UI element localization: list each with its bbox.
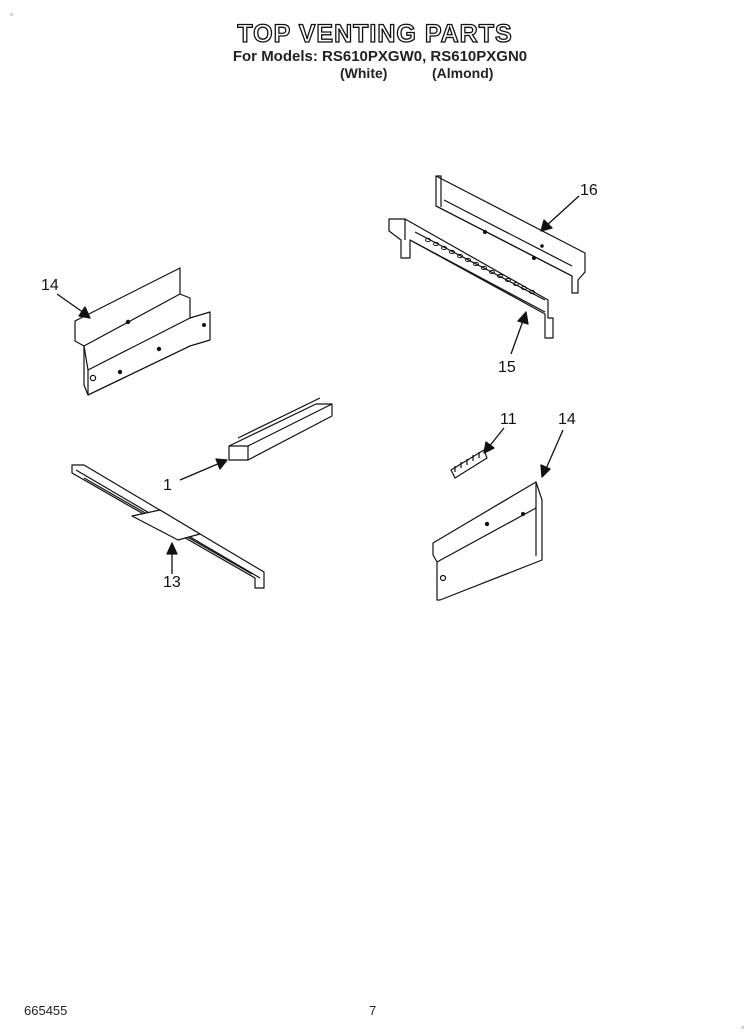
arrowhead-1 xyxy=(215,458,228,470)
part-13-front-vent-rail xyxy=(71,464,265,589)
arrowhead-14-right xyxy=(540,464,551,478)
corner-mark-top-left: ▫ xyxy=(10,10,13,19)
arrowhead-11 xyxy=(483,441,495,454)
callout-1: 1 xyxy=(163,477,172,494)
page-number: 7 xyxy=(369,1003,377,1018)
callout-14-left: 14 xyxy=(41,277,59,294)
document-number: 665455 xyxy=(24,1003,68,1018)
leader-14-right xyxy=(544,429,564,472)
part-14-right-side-bracket xyxy=(432,481,543,601)
leader-15 xyxy=(510,317,525,355)
leader-14-left xyxy=(56,293,85,314)
part-1-vent-duct xyxy=(228,397,333,461)
leader-1 xyxy=(179,462,221,481)
callout-14-right: 14 xyxy=(558,411,576,428)
arrowhead-13 xyxy=(166,542,178,555)
callout-11: 11 xyxy=(500,411,517,428)
part-16-vent-panel xyxy=(435,175,586,294)
page-title: TOP VENTING PARTS xyxy=(237,19,513,48)
callout-15: 15 xyxy=(498,359,516,376)
arrowhead-15 xyxy=(517,311,529,325)
color-almond-label: (Almond) xyxy=(432,65,494,81)
callout-13: 13 xyxy=(163,574,181,591)
color-white-label: (White) xyxy=(340,65,388,81)
leader-11 xyxy=(487,427,505,449)
leader-arrows xyxy=(56,195,580,574)
part-14-left-side-bracket xyxy=(74,267,211,396)
corner-mark-bottom-right: ▫ xyxy=(741,1023,744,1032)
arrowhead-16 xyxy=(540,219,553,232)
leader-16 xyxy=(545,195,580,227)
part-15-vent-channel xyxy=(388,218,554,339)
part-11-clip xyxy=(450,449,488,479)
arrowhead-14-left xyxy=(78,306,91,319)
model-numbers: For Models: RS610PXGW0, RS610PXGN0 xyxy=(232,48,528,65)
callout-16: 16 xyxy=(580,182,598,199)
